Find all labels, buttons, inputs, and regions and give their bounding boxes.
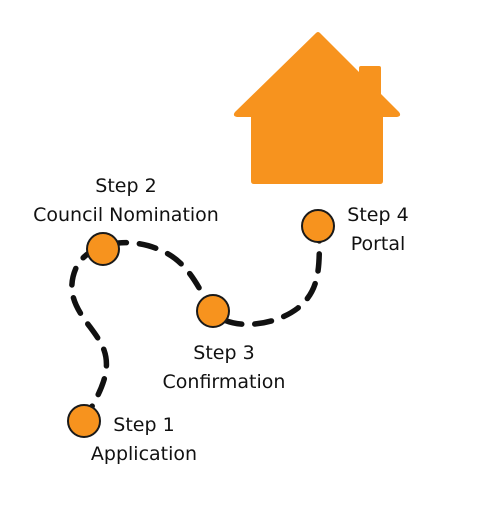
step-4-name: Portal xyxy=(350,233,406,255)
step-2-label: Step 2 Council Nomination xyxy=(12,172,240,230)
house-icon xyxy=(233,32,401,184)
step-4-title: Step 4 xyxy=(347,204,409,226)
journey-path xyxy=(69,224,323,424)
house-shape xyxy=(233,32,401,184)
step-2-name: Council Nomination xyxy=(33,204,219,226)
step-1-name: Application xyxy=(90,443,198,465)
step-4-node xyxy=(301,209,335,243)
step-2-title: Step 2 xyxy=(95,175,157,197)
step-3-label: Step 3 Confirmation xyxy=(150,339,298,397)
step-1-label: Step 1 Application xyxy=(82,411,206,469)
step-2-node xyxy=(86,232,120,266)
step-1-node xyxy=(67,404,101,438)
step-3-node xyxy=(196,294,230,328)
step-1-title: Step 1 xyxy=(113,414,175,436)
step-3-name: Confirmation xyxy=(162,371,286,393)
step-4-label: Step 4 Portal xyxy=(328,201,428,259)
step-3-title: Step 3 xyxy=(193,342,255,364)
